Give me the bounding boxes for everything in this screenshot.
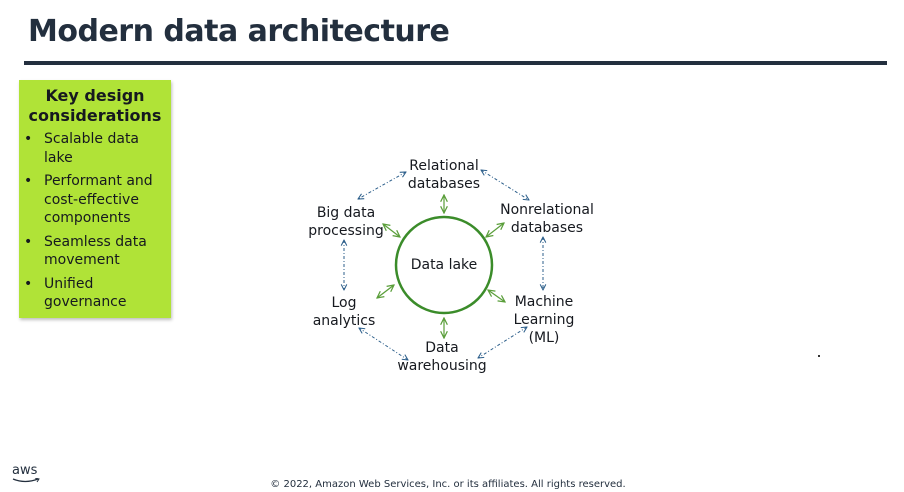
center-label: Data lake <box>410 257 478 273</box>
link-arrow <box>383 224 400 237</box>
node-nonrelational-databases: Nonrelational databases <box>500 202 594 236</box>
slide-title: Modern data architecture <box>28 14 450 49</box>
consideration-item: Scalable data lake <box>19 130 171 167</box>
link-arrow <box>486 223 504 237</box>
peer-arrow <box>481 170 529 200</box>
consideration-item: Seamless data movement <box>19 233 171 270</box>
aws-smile-icon <box>12 478 40 483</box>
considerations-heading: Key design considerations <box>28 86 162 125</box>
link-arrow <box>488 290 505 302</box>
peer-arrow <box>478 327 527 358</box>
data-lake-circle <box>394 215 494 315</box>
aws-logo-text: aws <box>12 463 38 478</box>
node-machine-learning: Machine Learning (ML) <box>513 294 575 346</box>
consideration-item: Unified governance <box>19 275 171 312</box>
consideration-item: Performant and cost-effective components <box>19 172 171 228</box>
peer-arrow <box>358 172 406 199</box>
node-relational-databases: Relational databases <box>407 158 481 192</box>
copyright-footer: © 2022, Amazon Web Services, Inc. or its… <box>270 479 626 490</box>
stray-dot <box>818 355 820 357</box>
aws-logo: aws <box>12 463 40 483</box>
key-considerations-panel: Key design considerations Scalable data … <box>19 80 171 318</box>
node-data-warehousing: Data warehousing <box>397 340 487 374</box>
node-big-data-processing: Big data processing <box>308 205 384 239</box>
title-divider <box>24 61 887 65</box>
link-arrow <box>377 285 394 298</box>
node-log-analytics: Log analytics <box>312 295 376 329</box>
peer-arrow <box>359 328 408 360</box>
